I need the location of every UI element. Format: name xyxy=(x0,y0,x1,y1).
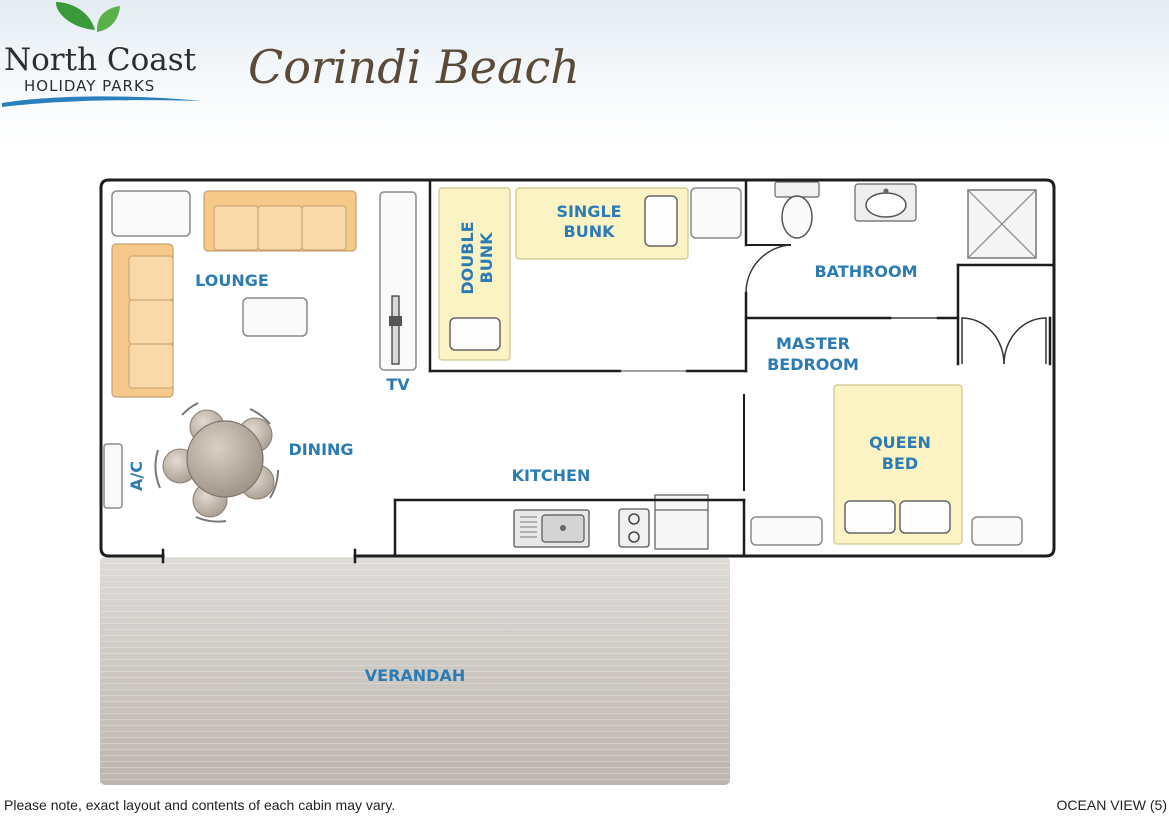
bedside-table xyxy=(690,187,742,239)
sink xyxy=(513,509,590,548)
lounge-label: LOUNGE xyxy=(195,271,269,290)
disclaimer-note: Please note, exact layout and contents o… xyxy=(4,797,396,813)
master-bedroom-label-line1: MASTER xyxy=(776,334,850,353)
logo-line1: North Coast xyxy=(4,42,197,78)
single-bunk-label-line2: BUNK xyxy=(564,222,616,241)
logo-line2: HOLIDAY PARKS xyxy=(24,77,155,95)
verandah xyxy=(100,557,730,785)
dining-set xyxy=(154,402,279,523)
cabinet xyxy=(111,190,191,237)
bedside-table xyxy=(750,516,823,546)
cabin-floor xyxy=(101,180,1054,556)
toilet xyxy=(774,181,820,239)
wardrobe-doors xyxy=(961,317,1047,365)
bathroom-door xyxy=(745,244,791,294)
master-bedroom-label-line2: BEDROOM xyxy=(767,355,859,374)
walls xyxy=(99,178,1056,564)
sofa-side xyxy=(111,243,174,398)
single-bunk-label-line1: SINGLE xyxy=(556,202,621,221)
fridge xyxy=(654,494,709,550)
verandah-label: VERANDAH xyxy=(365,666,465,685)
kitchen-label: KITCHEN xyxy=(512,466,591,485)
sofa-three-seat xyxy=(203,190,357,252)
leaf-icon xyxy=(96,6,120,32)
ac-unit xyxy=(103,443,123,509)
double-bunk-label-line2: BUNK xyxy=(477,232,496,284)
cooktop xyxy=(618,508,650,548)
single-bunk xyxy=(515,187,689,260)
tv-unit xyxy=(379,191,417,371)
queen-bed-label-line2: BED xyxy=(882,454,918,473)
queen-bed xyxy=(833,384,963,545)
shower xyxy=(967,189,1037,259)
double-bunk-label-line1: DOUBLE xyxy=(458,221,477,294)
tv-label: TV xyxy=(386,375,410,394)
bedside-table xyxy=(971,516,1023,546)
queen-bed-label-line1: QUEEN xyxy=(869,433,931,452)
basin xyxy=(854,183,917,222)
logo-wave xyxy=(2,96,202,107)
ac-label: A/C xyxy=(127,461,146,491)
bathroom-label: BATHROOM xyxy=(814,262,917,281)
view-type-label: OCEAN VIEW (5) xyxy=(1056,797,1167,813)
leaf-icon xyxy=(55,2,95,30)
dining-label: DINING xyxy=(288,440,353,459)
north-coast-logo: North Coast HOLIDAY PARKS xyxy=(2,2,202,107)
coffee-table xyxy=(242,297,308,337)
double-bunk xyxy=(438,187,511,361)
park-name: Corindi Beach xyxy=(248,40,580,94)
